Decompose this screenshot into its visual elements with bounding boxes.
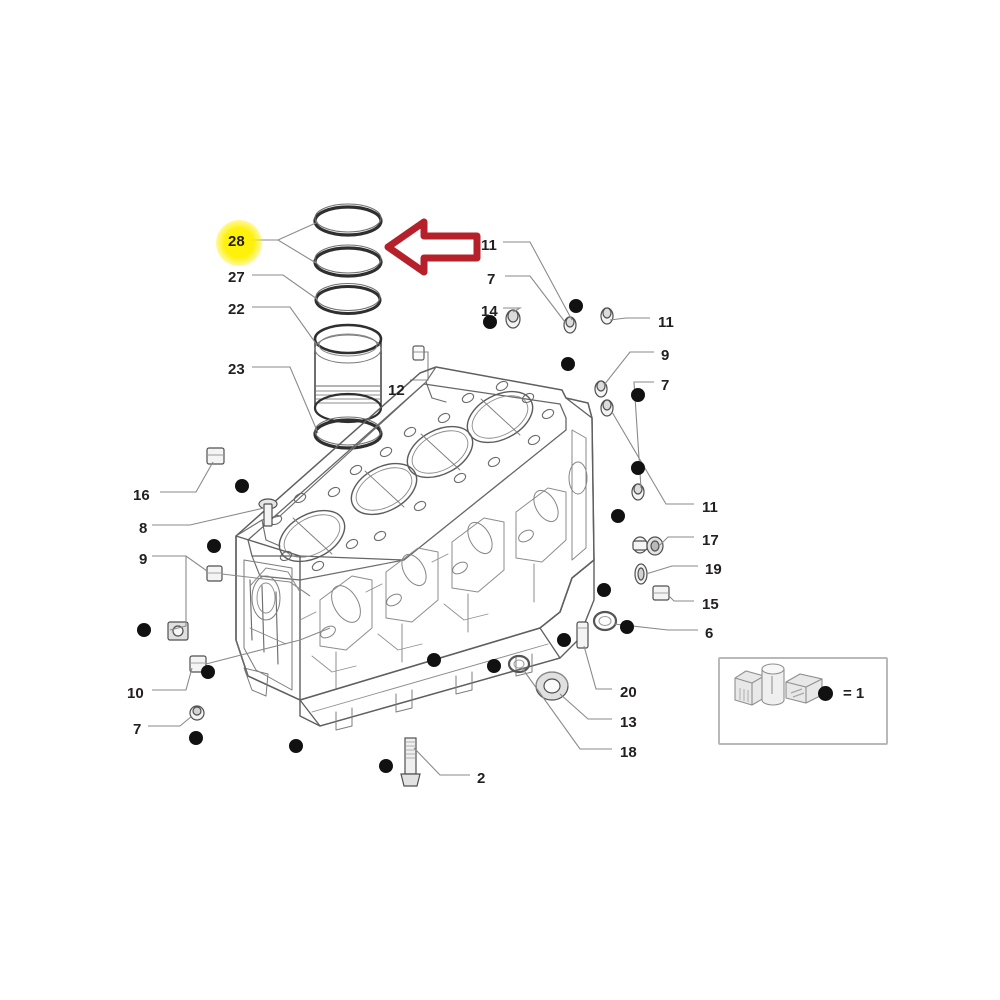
red-pointer-arrow (384, 218, 481, 276)
part-17 (646, 536, 664, 556)
callout-label-20: 20 (620, 684, 637, 701)
part-14 (505, 309, 521, 329)
callout-label-10: 10 (127, 685, 144, 702)
callout-label-11: 11 (658, 314, 674, 331)
callout-label-11: 11 (481, 237, 497, 254)
cylinder-liner (313, 323, 383, 424)
callout-label-15: 15 (702, 596, 719, 613)
callout-label-27: 27 (228, 269, 245, 286)
parts-stack-group (313, 203, 383, 450)
part-11-second (600, 399, 614, 417)
callout-label-7: 7 (133, 721, 142, 738)
callout-label-17: 17 (702, 532, 719, 549)
piston-ring-lower (314, 282, 382, 315)
part-9-left (206, 565, 223, 582)
callout-label-18: 18 (620, 744, 637, 761)
part-6 (592, 610, 618, 632)
leader-lines-stack (250, 221, 429, 434)
liner-seal-ring (313, 416, 383, 450)
legend-part-icons (734, 663, 823, 706)
callout-label-28: 28 (228, 233, 245, 250)
callout-leader-lines (148, 241, 698, 776)
part-2-bolt (400, 737, 421, 787)
highlight-glow (216, 220, 262, 266)
callout-label-6: 6 (705, 625, 714, 642)
piston-ring-upper (313, 203, 383, 237)
callout-label-19: 19 (705, 561, 722, 578)
callout-label-2: 2 (477, 770, 486, 787)
callout-label-22: 22 (228, 301, 245, 318)
callout-label-9: 9 (139, 551, 148, 568)
callout-label-23: 23 (228, 361, 245, 378)
engine-block (235, 366, 595, 731)
legend-equals-label: = 1 (843, 685, 865, 702)
callout-label-14: 14 (481, 303, 498, 320)
part-19 (634, 563, 648, 585)
hardware-parts (167, 307, 670, 787)
part-20 (576, 621, 589, 649)
part-7-bottom (189, 705, 205, 721)
legend-quantity-dot (818, 686, 833, 701)
part-16 (206, 447, 225, 465)
part-12-plug (412, 345, 425, 361)
part-18 (507, 654, 531, 674)
part-7-right (631, 483, 645, 501)
callout-label-13: 13 (620, 714, 637, 731)
part-15 (652, 585, 670, 601)
callout-label-11: 11 (702, 499, 718, 516)
part-13 (535, 671, 569, 701)
callout-label-12: 12 (388, 382, 405, 399)
part-8 (258, 498, 278, 527)
callout-label-7: 7 (487, 271, 496, 288)
callout-label-9: 9 (661, 347, 670, 364)
callout-label-8: 8 (139, 520, 148, 537)
part-11-lower (632, 536, 648, 554)
callout-label-16: 16 (133, 487, 150, 504)
callout-label-7: 7 (661, 377, 670, 394)
